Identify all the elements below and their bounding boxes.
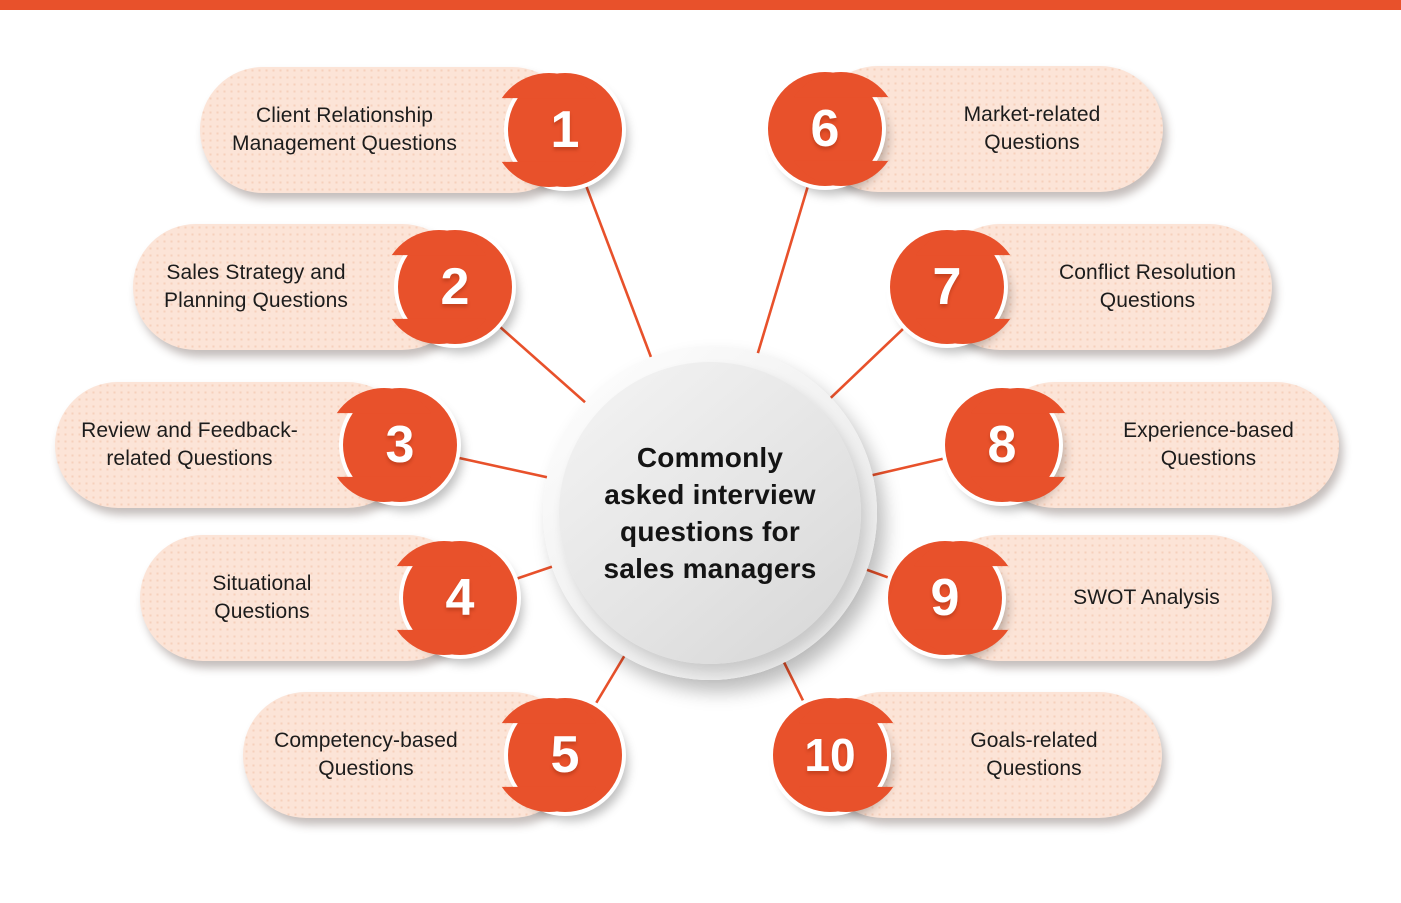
badge-number: 10 xyxy=(804,729,856,781)
top-accent-bar xyxy=(0,0,1401,10)
number-badge: 9 xyxy=(888,541,1002,655)
center-circle: Commonly asked interview questions for s… xyxy=(543,346,877,680)
number-badge: 7 xyxy=(890,230,1004,344)
number-badge: 3 xyxy=(343,388,457,502)
number-badge: 8 xyxy=(945,388,1059,502)
center-circle-face: Commonly asked interview questions for s… xyxy=(559,362,861,664)
number-badge: 5 xyxy=(508,698,622,812)
badge-number: 3 xyxy=(385,416,415,474)
topic-label: Situational Questions xyxy=(212,572,312,623)
center-title-line: questions for xyxy=(620,516,800,547)
badge-number: 5 xyxy=(550,726,580,784)
topic-label: Client Relationship Management Questions xyxy=(232,104,457,155)
topic-label: Review and Feedback-related Questions xyxy=(81,419,298,470)
topic-label: Sales Strategy and Planning Questions xyxy=(164,261,348,312)
topic-label: Experience-based Questions xyxy=(1123,419,1294,470)
topic-label: Market-related Questions xyxy=(963,103,1101,154)
number-badge: 6 xyxy=(768,72,882,186)
number-badge: 10 xyxy=(773,698,887,812)
number-badge: 1 xyxy=(508,73,622,187)
topic-label: SWOT Analysis xyxy=(1073,586,1220,610)
badge-number: 7 xyxy=(932,258,962,316)
badge-number: 9 xyxy=(930,569,960,627)
topic-label: Competency-based Questions xyxy=(274,729,458,780)
number-badge: 4 xyxy=(403,541,517,655)
center-title-line: sales managers xyxy=(603,553,817,585)
number-badge: 2 xyxy=(398,230,512,344)
badge-number: 1 xyxy=(550,101,580,159)
center-title-line: asked interview xyxy=(604,478,816,510)
badge-number: 6 xyxy=(810,100,840,158)
topic-label: Conflict Resolution Questions xyxy=(1059,261,1236,312)
badge-number: 2 xyxy=(440,258,470,316)
badge-number: 4 xyxy=(445,569,475,627)
topic-label: Goals-related Questions xyxy=(970,729,1098,780)
center-title-line: Commonly xyxy=(636,441,784,473)
badge-number: 8 xyxy=(987,416,1017,474)
